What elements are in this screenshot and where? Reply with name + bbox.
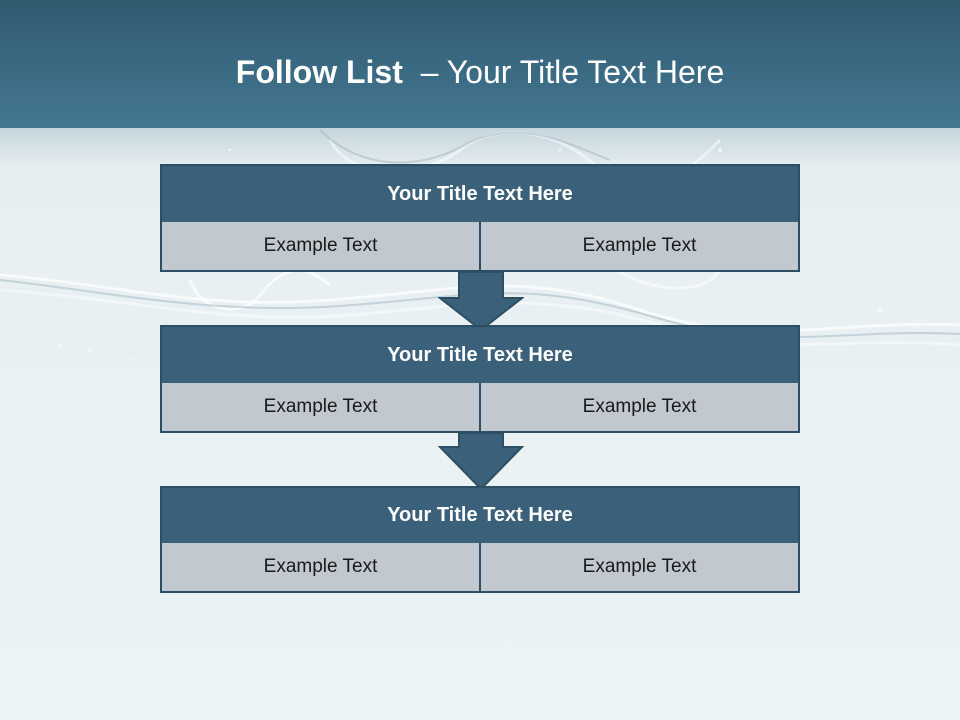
step-title-2: Your Title Text Here — [162, 327, 798, 383]
step-3-right-cell: Example Text — [479, 543, 798, 591]
step-1-left-cell: Example Text — [162, 222, 479, 270]
slide-title: Follow List – Your Title Text Here — [0, 54, 960, 91]
down-arrow-1 — [438, 272, 524, 332]
step-1-right-cell: Example Text — [479, 222, 798, 270]
step-title-1: Your Title Text Here — [162, 166, 798, 222]
step-row-3: Example Text Example Text — [162, 543, 798, 591]
down-arrow-2 — [438, 433, 524, 491]
step-row-1: Example Text Example Text — [162, 222, 798, 270]
header-fade — [0, 128, 960, 168]
slide-title-rest: – Your Title Text Here — [402, 54, 725, 90]
slide-header-band — [0, 0, 960, 128]
step-box-3: Your Title Text Here Example Text Exampl… — [160, 486, 800, 593]
step-title-3: Your Title Text Here — [162, 488, 798, 543]
step-3-left-cell: Example Text — [162, 543, 479, 591]
step-box-1: Your Title Text Here Example Text Exampl… — [160, 164, 800, 272]
step-2-left-cell: Example Text — [162, 383, 479, 431]
step-2-right-cell: Example Text — [479, 383, 798, 431]
step-row-2: Example Text Example Text — [162, 383, 798, 431]
slide-title-bold: Follow List — [235, 54, 403, 90]
step-box-2: Your Title Text Here Example Text Exampl… — [160, 325, 800, 433]
